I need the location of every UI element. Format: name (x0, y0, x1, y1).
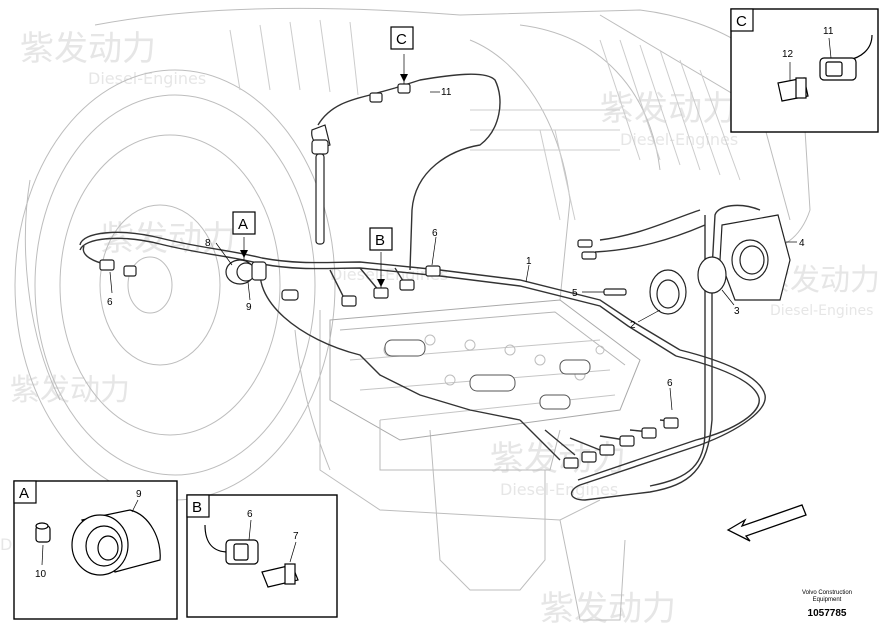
callout-9: 9 (246, 302, 252, 313)
callout-1: 1 (526, 256, 532, 267)
harness-connectors (99, 83, 679, 469)
detail-b-callout-7: 7 (293, 531, 299, 542)
watermark-en: Diesel-Engines (88, 69, 206, 88)
watermark-cn: 紫发动力 (20, 29, 156, 69)
callout-6-left: 6 (107, 297, 113, 308)
bolt-5 (603, 288, 627, 296)
callout-labels: 11 8 9 6 6 6 1 4 3 2 5 A B C (107, 26, 805, 411)
callout-5: 5 (572, 288, 578, 299)
detail-box-c: C 11 12 (730, 8, 879, 133)
detail-box-a: A 9 10 (13, 480, 178, 620)
connector-6-lower-6 (663, 417, 679, 429)
detail-tag-b: B (192, 499, 202, 516)
connector-left-b (123, 265, 137, 277)
svg-text:C: C (396, 31, 407, 48)
plug-10 (281, 289, 299, 301)
callout-8: 8 (205, 238, 211, 249)
detail-c-callout-12: 12 (782, 49, 794, 60)
watermark-cn: 紫发动力 (10, 373, 130, 408)
connector-6-a (341, 295, 357, 307)
detail-box-b: B 6 7 (186, 494, 338, 618)
connector-6-d (425, 265, 441, 277)
connector-11-mate (369, 92, 383, 103)
connector-6-lower-5 (641, 427, 657, 439)
watermark-en: Diesel-Engines (770, 303, 873, 319)
detail-b-callout-6: 6 (247, 509, 253, 520)
connector-6-lower-4 (619, 435, 635, 447)
svg-text:A: A (238, 216, 248, 233)
cover-assembly (603, 214, 791, 315)
connector-6-lower-2 (581, 451, 597, 463)
detail-a-callout-9: 9 (136, 489, 142, 500)
callout-2: 2 (630, 320, 636, 331)
brand-line-1: Volvo Construction (801, 590, 853, 596)
valve-body-solenoids (384, 339, 591, 410)
tag-c-main: C (390, 26, 414, 82)
callout-4: 4 (799, 238, 805, 249)
wiring-harness (79, 73, 766, 501)
connector-left (99, 259, 115, 271)
callout-11: 11 (441, 87, 452, 98)
tag-a-main: A (232, 211, 256, 258)
connector-6-lower-3 (599, 444, 615, 456)
detail-tag-a: A (19, 485, 29, 502)
watermark-cn: 紫发动力 (540, 589, 676, 629)
tag-b-main: B (369, 227, 393, 287)
o-ring-3 (697, 256, 727, 294)
temperature-probe (311, 124, 331, 245)
watermark-en: Diesel-Engines (620, 130, 738, 149)
callout-6-top: 6 (432, 228, 438, 239)
watermark-en: Diesel-Engines (330, 265, 448, 284)
watermark-en: Diesel-Engines (500, 480, 618, 499)
detail-c-callout-11: 11 (823, 26, 834, 37)
speed-sensor-9 (225, 259, 299, 301)
detail-tag-c: C (736, 13, 747, 30)
detail-a-callout-10: 10 (35, 569, 47, 580)
watermark-cn: 紫发动力 (600, 89, 736, 129)
connector-6-lower-1 (563, 457, 579, 469)
direction-arrow (726, 504, 807, 542)
callout-3: 3 (734, 306, 740, 317)
connector-11 (397, 83, 411, 94)
brand-line-2: Equipment (812, 597, 842, 603)
connector-6-b (373, 287, 389, 299)
reference-number: 1057785 (807, 608, 847, 619)
callout-6-right: 6 (667, 378, 673, 389)
connector-6-c (399, 279, 415, 291)
svg-text:B: B (375, 232, 385, 249)
